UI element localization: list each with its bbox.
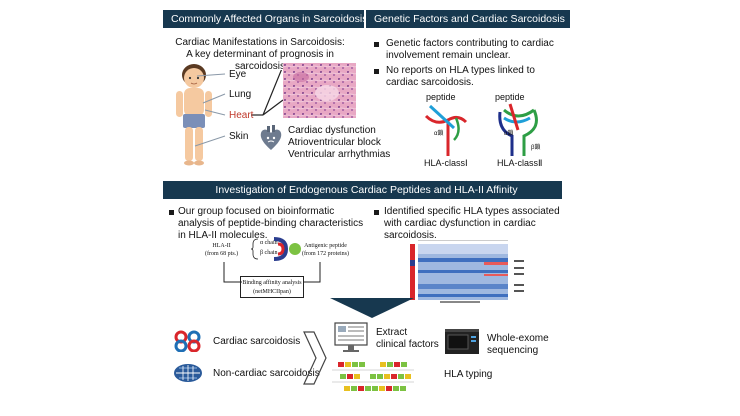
non-cardiac-sarcoidosis-logo-icon bbox=[174, 364, 202, 382]
bullet-marker bbox=[374, 69, 379, 74]
hla-class1-name: HLA-classⅠ bbox=[424, 158, 468, 168]
chain-brace bbox=[250, 238, 259, 260]
investigation-bullet-right: Identified specific HLA types associated… bbox=[384, 206, 560, 242]
bullet-marker bbox=[169, 210, 174, 215]
hla-class2-peptide-label: peptide bbox=[495, 92, 525, 102]
organs-subtitle: Cardiac Manifestations in Sarcoidosis: A… bbox=[160, 37, 360, 73]
organ-label-heart: Heart bbox=[229, 110, 254, 121]
cardiac-histology-image bbox=[283, 63, 356, 118]
group-merge-arrow bbox=[303, 331, 327, 385]
antigen-name: Antigenic peptide bbox=[304, 243, 347, 249]
hla-class2-chain-b-label: β鎖 bbox=[531, 145, 541, 151]
organ-label-skin: Skin bbox=[229, 131, 249, 142]
down-arrow-icon bbox=[330, 298, 414, 318]
antigen-label: Antigenic peptide (from 172 proteins) bbox=[302, 242, 349, 258]
hla-ii-label: HLA-II (from 68 pts.) bbox=[205, 242, 238, 258]
extract-clinical-factors: Extract clinical factors bbox=[376, 327, 439, 351]
hla-typing-label: HLA typing bbox=[444, 369, 493, 380]
investigation-right-line1: Identified specific HLA types associated bbox=[384, 206, 560, 217]
investigation-right-line2: with cardiac dysfunction in cardiac bbox=[384, 218, 536, 229]
genetic-bullet-1: Genetic factors contributing to cardiac … bbox=[386, 38, 554, 62]
hla-class1-peptide-label: peptide bbox=[426, 92, 456, 102]
organs-subtitle-line1: Cardiac Manifestations in Sarcoidosis: bbox=[175, 37, 345, 48]
extract-line1: Extract bbox=[376, 327, 408, 338]
genetic-bullet-2-line2: cardiac sarcoidosis. bbox=[386, 77, 474, 88]
whole-exome-sequencing: Whole-exome sequencing bbox=[487, 333, 549, 357]
bullet-marker bbox=[374, 42, 379, 47]
antigen-sub: (from 172 proteins) bbox=[302, 251, 349, 257]
organs-panel-header: Commonly Affected Organs in Sarcoidosis bbox=[163, 10, 364, 28]
genetic-bullet-1-line1: Genetic factors contributing to cardiac bbox=[386, 38, 554, 49]
child-body-illustration bbox=[176, 64, 212, 166]
investigation-panel-title: Investigation of Endogenous Cardiac Pept… bbox=[215, 184, 518, 196]
investigation-bullet-left: Our group focused on bioinformatic analy… bbox=[178, 206, 363, 242]
organs-panel-title: Commonly Affected Organs in Sarcoidosis bbox=[171, 13, 364, 25]
binding-affinity-label: Binding affinity analysis bbox=[242, 280, 302, 286]
hla-class1-chain-label: α鎖 bbox=[434, 131, 444, 137]
cardiac-effects-list: Cardiac dysfunction Atrioventricular blo… bbox=[288, 125, 390, 161]
alpha-chain-label: α chain bbox=[260, 240, 278, 246]
cardiac-effect-item: Atrioventricular block bbox=[288, 137, 381, 148]
wes-line2: sequencing bbox=[487, 345, 539, 356]
bullet-marker bbox=[374, 210, 379, 215]
chain-labels: α chain β chain bbox=[260, 238, 278, 258]
binding-affinity-sub: (netMHCIIpan) bbox=[253, 289, 291, 295]
investigation-panel-header: Investigation of Endogenous Cardiac Pept… bbox=[163, 181, 562, 199]
organs-subtitle-line2: A key determinant of prognosis in sarcoi… bbox=[186, 49, 334, 72]
hla-class1-diagram bbox=[424, 104, 468, 156]
wes-line1: Whole-exome bbox=[487, 333, 549, 344]
binding-flow-lines bbox=[223, 262, 321, 283]
cardiac-sarcoidosis-logo-icon bbox=[174, 330, 201, 352]
investigation-left-line1: Our group focused on bioinformatic bbox=[178, 206, 335, 217]
beta-chain-label: β chain bbox=[260, 250, 278, 256]
group-cardiac-sarcoidosis: Cardiac sarcoidosis bbox=[213, 336, 301, 347]
hla-ii-name: HLA-II bbox=[212, 243, 231, 249]
genetic-bullet-2-line1: No reports on HLA types linked to bbox=[386, 65, 535, 76]
genetic-panel-title: Genetic Factors and Cardiac Sarcoidosis bbox=[374, 13, 565, 25]
hla-class2-diagram bbox=[498, 103, 538, 156]
hla-class2-name: HLA-classⅡ bbox=[497, 158, 543, 168]
cardiac-effect-item: Ventricular arrhythmias bbox=[288, 149, 391, 160]
hla-typing-diagram bbox=[332, 362, 414, 391]
binding-affinity-box: Binding affinity analysis (netMHCIIpan) bbox=[240, 276, 304, 298]
hla-heatmap bbox=[410, 240, 524, 303]
cardiac-effect-item: Cardiac dysfunction bbox=[288, 125, 376, 136]
heart-icon bbox=[260, 125, 282, 150]
investigation-right-line3: sarcoidosis. bbox=[384, 230, 437, 241]
hla-peptide-binding-icon bbox=[273, 237, 301, 261]
genetic-panel-header: Genetic Factors and Cardiac Sarcoidosis bbox=[366, 10, 570, 28]
genetic-bullet-1-line2: involvement remain unclear. bbox=[386, 50, 511, 61]
organ-pointer-lines bbox=[194, 70, 284, 147]
hla-class2-chain-a-label: α鎖 bbox=[504, 131, 514, 137]
investigation-left-line3: in HLA-II molecules. bbox=[178, 230, 268, 241]
extract-line2: clinical factors bbox=[376, 339, 439, 350]
group-non-cardiac-sarcoidosis: Non-cardiac sarcoidosis bbox=[213, 368, 320, 379]
sequencer-machine-icon bbox=[445, 329, 479, 354]
hla-ii-sub: (from 68 pts.) bbox=[205, 251, 239, 257]
organ-label-lung: Lung bbox=[229, 89, 252, 100]
investigation-left-line2: analysis of peptide-binding characterist… bbox=[178, 218, 364, 229]
clinical-records-monitor-icon bbox=[334, 322, 368, 352]
organ-label-eye: Eye bbox=[229, 69, 247, 80]
genetic-bullet-2: No reports on HLA types linked to cardia… bbox=[386, 65, 535, 89]
